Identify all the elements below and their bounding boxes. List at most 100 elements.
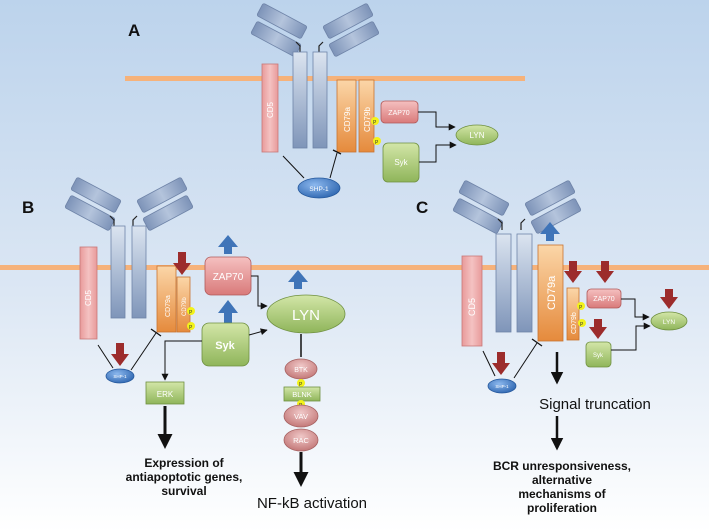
- down-arrow-shp1-c: [492, 352, 510, 375]
- syk-c-label: Syk: [593, 353, 604, 359]
- syk-a-label: Syk: [394, 158, 408, 167]
- outcome-c-line2: alternative: [532, 473, 592, 487]
- panel-b: B CD5 CD79a CD79b P P ZAP70: [0, 177, 709, 512]
- inhibit-b-line: [130, 332, 157, 371]
- inhibit-c-line: [513, 342, 538, 379]
- down-arrow-shp1-b: [111, 343, 129, 366]
- signal-truncation: Signal truncation: [539, 396, 651, 413]
- cd79a-a: [336, 79, 357, 153]
- down-arrow-cd79b-c: [564, 261, 582, 283]
- panel-a: A CD5 CD79a CD79b P P ZAP70 Syk: [125, 3, 525, 199]
- outcome-c-line1: BCR unresponsiveness,: [493, 459, 631, 473]
- cd79b-a-label: CD79b: [363, 107, 372, 132]
- lyn-b-label: LYN: [292, 307, 320, 324]
- rac-b: [283, 428, 319, 452]
- outcome-c-line3: mechanisms of: [518, 487, 606, 501]
- cd5-c: [461, 255, 483, 347]
- down-arrow-cd79-b: [173, 252, 191, 275]
- cd79b-b-label: CD79b: [182, 297, 188, 316]
- lyn-a-label: LYN: [470, 131, 485, 140]
- erk-b: [145, 381, 185, 405]
- syk-lyn-c-arrow: [611, 322, 651, 351]
- inhibit-a-line: [329, 152, 338, 179]
- zap70-lyn-c-arrow: [621, 298, 650, 321]
- cd5-b-label: CD5: [84, 289, 93, 306]
- syk-c: [585, 341, 612, 368]
- shp1-c: [487, 378, 517, 394]
- syk-b-label: Syk: [215, 340, 235, 352]
- phospho-a-1: [371, 117, 379, 125]
- lyn-c: [650, 311, 688, 331]
- up-arrow-syk-b: [218, 300, 238, 323]
- shp1-c-label: SHP-1: [495, 384, 509, 389]
- phospho-c-2-label: P: [580, 322, 584, 328]
- blnk-b-label: BLNK: [292, 390, 312, 399]
- cd79a-b-label: CD79a: [165, 295, 172, 317]
- cd79a-c: [537, 244, 564, 342]
- cd79a-b: [156, 265, 177, 333]
- phospho-btk-b-label: P: [299, 382, 303, 388]
- vav-b: [283, 404, 319, 428]
- syk-b: [201, 322, 250, 367]
- rac-b-label: RAC: [293, 436, 309, 445]
- cd79b-c-label: CD79b: [571, 312, 578, 334]
- btk-b-label: BTK: [294, 367, 308, 374]
- cd79b-c: [566, 287, 580, 341]
- down-arrow-zap70-c: [596, 261, 614, 283]
- down-arrow-syk-c: [589, 319, 607, 339]
- phospho-c-1-label: P: [579, 305, 583, 311]
- panel-c-letter: C: [416, 198, 428, 217]
- up-arrow-lyn-b: [288, 270, 308, 289]
- phospho-b-1: [187, 307, 195, 315]
- outcome-b-line2: antiapoptotic genes,: [126, 470, 243, 484]
- cd79a-c-label: CD79a: [546, 275, 558, 310]
- cd79b-a: [358, 79, 375, 153]
- shp1-b-label: SHP-1: [113, 374, 127, 379]
- phospho-c-1: [577, 302, 585, 310]
- cd5-a: [261, 63, 279, 153]
- syk-lyn-a-arrow: [419, 141, 457, 163]
- lyn-a: [455, 124, 499, 146]
- cd5-b: [79, 246, 98, 340]
- bcr-receptor-b: [64, 177, 194, 319]
- nfkb-activation: NF-kB activation: [257, 495, 367, 512]
- shp1-a: [297, 177, 341, 199]
- membrane-bc: [0, 265, 709, 270]
- panel-b-letter: B: [22, 198, 34, 217]
- cd5-shp1-a-line: [282, 155, 305, 179]
- panel-c: C CD5 CD79a CD79b P P ZAP70: [416, 180, 688, 515]
- shp1-a-label: SHP-1: [309, 186, 329, 193]
- phospho-a-2-label: P: [375, 140, 379, 146]
- vav-b-label: VAV: [294, 412, 308, 421]
- outcome-c-line4: proliferation: [527, 501, 597, 515]
- phospho-a-2: [373, 137, 381, 145]
- zap70-lyn-b-arrow: [251, 275, 268, 310]
- bcr-receptor-a: [250, 3, 380, 149]
- shp1-b: [105, 368, 135, 384]
- phospho-b-2-label: P: [189, 325, 193, 331]
- phospho-b-1-label: P: [189, 310, 193, 316]
- up-arrow-zap70-b: [218, 235, 238, 254]
- cd5-shp1-b-line: [97, 344, 114, 369]
- zap70-a-label: ZAP70: [388, 110, 410, 117]
- up-arrow-cd79a-c: [540, 222, 560, 241]
- cd5-c-label: CD5: [467, 298, 477, 316]
- zap70-lyn-a-arrow: [418, 111, 456, 131]
- zap70-c-label: ZAP70: [593, 296, 615, 303]
- outcome-b-line3: survival: [161, 484, 206, 498]
- cd5-shp1-c-line: [482, 350, 496, 377]
- cd79a-a-label: CD79a: [343, 107, 352, 132]
- lyn-b: [266, 294, 346, 334]
- phospho-a-1-label: P: [373, 120, 377, 126]
- cd79b-b: [176, 276, 191, 333]
- syk-lyn-b-arrow: [248, 328, 268, 336]
- syk-erk-b-arrow: [161, 340, 202, 381]
- phospho-c-2: [578, 319, 586, 327]
- zap70-b-label: ZAP70: [213, 272, 244, 283]
- phospho-b-2: [187, 322, 195, 330]
- erk-b-label: ERK: [157, 390, 174, 399]
- cd5-a-label: CD5: [266, 101, 275, 118]
- down-arrow-lyn-c: [660, 289, 678, 309]
- panel-a-letter: A: [128, 21, 140, 40]
